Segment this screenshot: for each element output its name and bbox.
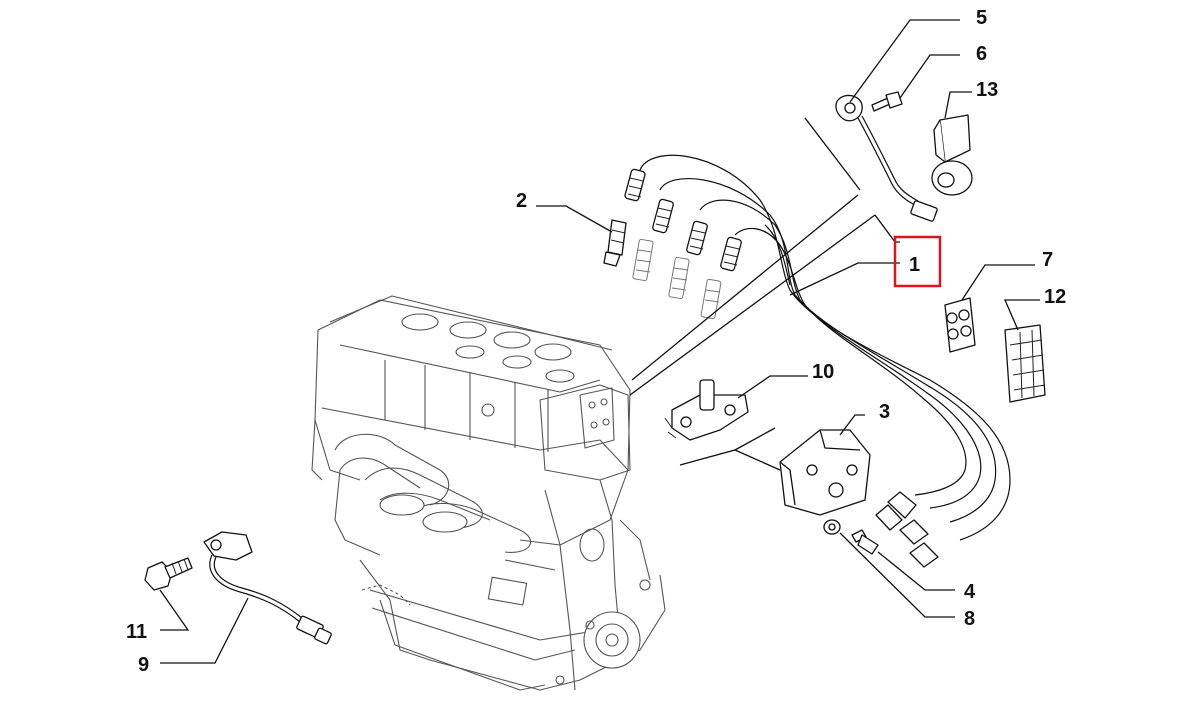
ignition-coil <box>779 429 871 516</box>
ignition-cable-harness <box>624 154 1011 568</box>
callout-4[interactable]: 4 <box>964 581 976 603</box>
callout-5[interactable]: 5 <box>976 7 987 29</box>
spark-plug <box>603 219 627 267</box>
callout-13[interactable]: 13 <box>976 79 998 101</box>
spark-plug-ghosts <box>632 238 722 320</box>
leader-lines <box>159 19 1040 664</box>
callout-1[interactable]: 1 <box>909 254 920 276</box>
cable-holder <box>664 379 749 441</box>
bolt <box>871 91 903 112</box>
speed-sensor <box>203 531 332 645</box>
callout-7[interactable]: 7 <box>1042 249 1053 271</box>
callout-9[interactable]: 9 <box>138 654 149 676</box>
callout-10[interactable]: 10 <box>812 361 834 383</box>
callout-2[interactable]: 2 <box>516 190 527 212</box>
knock-sensor <box>835 94 938 222</box>
coil-bolt <box>851 529 879 555</box>
callout-8[interactable]: 8 <box>964 608 975 630</box>
engine-block <box>311 295 666 691</box>
spark-plug-boot <box>624 168 742 272</box>
callout-labels: 1 2 3 4 5 6 7 8 9 10 11 12 13 <box>126 7 1066 676</box>
callout-12[interactable]: 12 <box>1044 286 1066 308</box>
cable-clip <box>944 297 976 353</box>
callout-11[interactable]: 11 <box>126 621 147 643</box>
sensor-bolt <box>144 557 193 591</box>
cable-separator <box>1004 324 1046 403</box>
highlight-box <box>893 235 942 288</box>
callout-6[interactable]: 6 <box>976 43 987 65</box>
coil-end-boots <box>875 491 939 568</box>
washer <box>823 519 841 535</box>
sensor-bracket <box>931 114 973 196</box>
callout-3[interactable]: 3 <box>879 401 890 423</box>
